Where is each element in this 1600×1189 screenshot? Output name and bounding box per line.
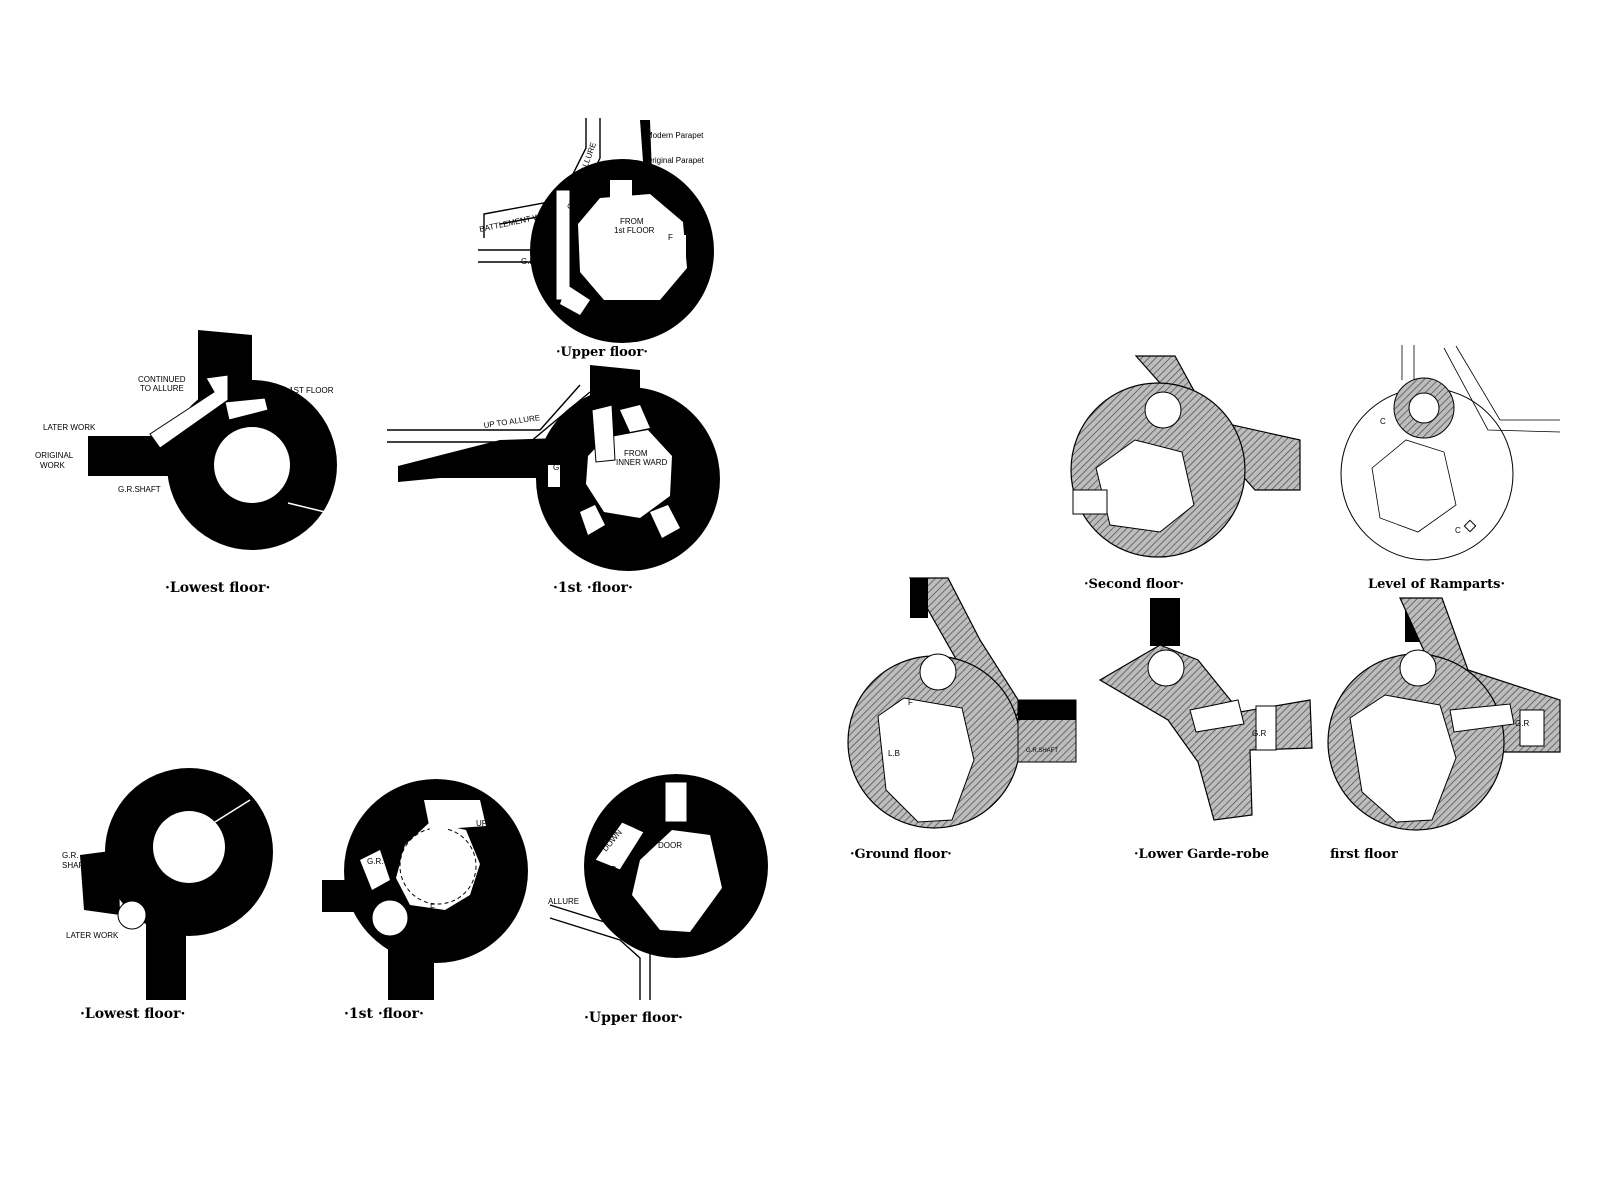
plan-a-upper-floor: Modern Parapet Original Parapet BATTLEME…: [478, 118, 714, 360]
label-later-work: LATER WORK: [66, 931, 119, 940]
caption-b-first-floor: ·1st ·floor·: [344, 1006, 424, 1022]
label-gr-shaft: G.R.SHAFT: [118, 485, 161, 494]
label-gr-shaft-b: SHAFT: [62, 861, 88, 870]
label-original-work-b: WORK: [40, 461, 66, 470]
label-f: F: [668, 233, 673, 242]
plan-b-lowest-floor: G.R. SHAFT LATER WORK ·Lowest floor·: [62, 768, 273, 1022]
caption-a-first-floor: ·1st ·floor·: [553, 580, 633, 596]
plan-g-second-floor: ·Second floor·: [1070, 355, 1301, 592]
plan-b-first-floor: G.R. UP F ·1st ·floor·: [322, 779, 528, 1022]
label-up: UP: [476, 819, 487, 828]
label-f: F: [630, 869, 635, 878]
plan-g-ground-floor: F L.B G.R.SHAFT ·Ground floor·: [847, 577, 1077, 862]
label-door: DOOR: [658, 841, 682, 850]
label-f: F: [908, 698, 913, 707]
label-f: F: [580, 440, 585, 449]
caption-a-upper-floor: ·Upper floor·: [556, 345, 648, 360]
plan-a-first-floor: UP TO ALLURE FROM INNER WARD F G.R ·1st …: [387, 365, 720, 596]
caption-g-ramparts: Level of Ramparts·: [1368, 577, 1505, 592]
label-c2: C: [1455, 526, 1461, 535]
caption-g-first-floor: first floor: [1330, 847, 1398, 862]
caption-g-ground-floor: ·Ground floor·: [850, 847, 952, 862]
label-gr: G.R.: [367, 857, 383, 866]
caption-g-lower-gardrobe: ·Lower Garde-robe: [1134, 847, 1269, 862]
plan-g-lower-gardrobe: G.R ·Lower Garde-robe: [1098, 598, 1313, 862]
label-from-first-b: 1st FLOOR: [614, 226, 655, 235]
label-gr: G.R: [1252, 729, 1266, 738]
label-gr: G.R: [521, 257, 535, 266]
label-c1: C: [1380, 417, 1386, 426]
caption-a-lowest-floor: ·Lowest floor·: [165, 580, 270, 596]
plan-g-ramparts: C C Level of Ramparts·: [1340, 345, 1561, 592]
caption-b-lowest-floor: ·Lowest floor·: [80, 1006, 185, 1022]
label-up-to-allure: UP TO ALLURE: [483, 413, 541, 430]
label-gr: G.R: [1515, 719, 1529, 728]
label-gr-shaft-a: G.R.: [62, 851, 78, 860]
caption-g-second-floor: ·Second floor·: [1084, 577, 1184, 592]
label-modern-parapet: Modern Parapet: [646, 131, 704, 140]
plan-g-first-floor: G.R first floor: [1327, 597, 1561, 862]
plan-b-upper-floor: ALLURE DOOR F G.R DOWN ·Upper floor·: [548, 774, 768, 1026]
label-from-inner-b: INNER WARD: [616, 458, 667, 467]
label-later-work: LATER WORK: [43, 423, 96, 432]
label-to-first-floor: TO 1ST FLOOR: [276, 386, 334, 395]
plan-a-lowest-floor: CONTINUED TO ALLURE TO 1ST FLOOR LATER W…: [35, 330, 337, 596]
label-continued-a: CONTINUED: [138, 375, 186, 384]
label-from-first-a: FROM: [620, 217, 644, 226]
label-original-work-a: ORIGINAL: [35, 451, 74, 460]
label-lb: L.B: [888, 749, 900, 758]
label-gr-shaft: G.R.SHAFT: [1026, 748, 1058, 754]
label-gr: G.R: [602, 865, 616, 874]
label-f: F: [430, 903, 435, 912]
label-from-inner-a: FROM: [624, 449, 648, 458]
label-continued-b: TO ALLURE: [140, 384, 184, 393]
caption-b-upper-floor: ·Upper floor·: [584, 1010, 683, 1026]
label-gr: G.R: [553, 463, 567, 472]
label-allure: ALLURE: [548, 897, 579, 906]
label-original-parapet: Original Parapet: [646, 156, 705, 165]
